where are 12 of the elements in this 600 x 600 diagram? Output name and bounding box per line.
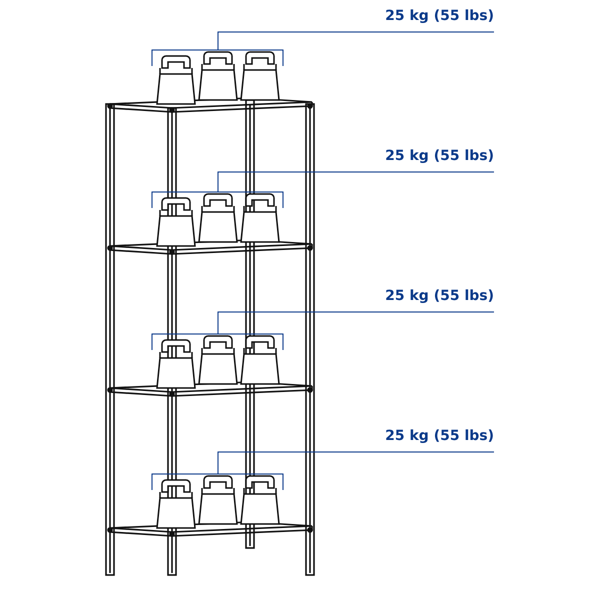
load-label: 25 kg (55 lbs) (380, 8, 494, 32)
weights-drawing (156, 193, 280, 247)
leader-line (152, 32, 494, 66)
weights-drawing (156, 475, 280, 529)
weights-drawing (156, 51, 280, 105)
leader-line (152, 452, 494, 490)
leader-line (152, 312, 494, 350)
weights-drawing (156, 335, 280, 389)
load-label: 25 kg (55 lbs) (380, 288, 494, 312)
load-label: 25 kg (55 lbs) (380, 428, 494, 452)
leader-line (152, 172, 494, 208)
load-label: 25 kg (55 lbs) (380, 148, 494, 172)
